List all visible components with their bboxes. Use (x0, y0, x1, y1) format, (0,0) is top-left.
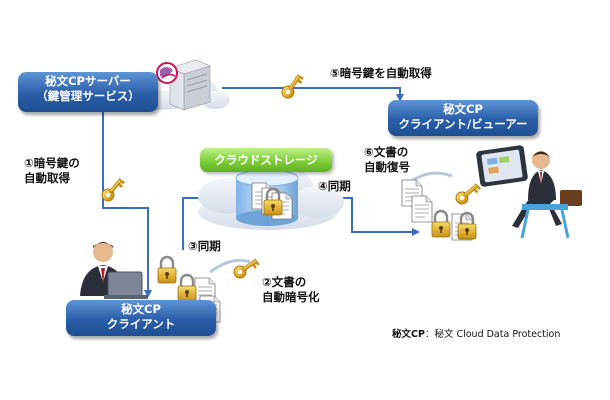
client-subtitle: クライアント (106, 317, 176, 331)
step5-label: ⑤暗号鍵を自動取得 (330, 66, 432, 80)
viewer-title: 秘文CP (443, 102, 483, 116)
footnote-term: 秘文CP (392, 329, 425, 340)
step3-label: ③同期 (188, 239, 221, 253)
lock-icon-client-1 (156, 255, 178, 285)
step4-label: ④同期 (318, 179, 351, 193)
curved-flow-client (209, 258, 251, 274)
hibun-logo-icon (156, 62, 178, 84)
key-icon-step2 (231, 254, 261, 281)
arrow-server-to-viewer (222, 87, 404, 102)
key-icon-step6 (453, 179, 483, 207)
document-icon-viewer-2 (411, 195, 433, 223)
client-box: 秘文CP クライアント (66, 300, 216, 336)
footnote-definition: ：秘文 Cloud Data Protection (424, 329, 561, 340)
storage-label-box: クラウドストレージ (200, 148, 332, 172)
step1-label: ①暗号鍵の 自動取得 (24, 156, 80, 185)
businessman-with-tablet-icon (512, 151, 582, 239)
step6-label: ⑥文書の 自動復号 (364, 145, 410, 174)
server-title: 秘文CPサーバー (45, 74, 131, 88)
arrow-storage-to-viewer (340, 197, 420, 236)
viewer-box: 秘文CP クライアント/ビューアー (388, 100, 538, 136)
lock-icon-viewer-1 (430, 209, 452, 239)
viewer-subtitle: クライアント/ビューアー (398, 117, 528, 131)
footnote: 秘文CP：秘文 Cloud Data Protection (392, 326, 560, 340)
server-tower-icon (169, 59, 211, 111)
step2-label: ②文書の 自動暗号化 (262, 275, 320, 304)
lock-icon-client-2 (176, 273, 198, 303)
key-icon-step5 (279, 71, 306, 101)
arrow-server-to-client (102, 108, 152, 298)
server-box: 秘文CPサーバー （鍵管理サービス） (18, 72, 158, 112)
flow-arrows (102, 87, 420, 298)
businessman-at-laptop-icon (80, 242, 148, 299)
client-title: 秘文CP (121, 302, 161, 316)
server-subtitle: （鍵管理サービス） (36, 89, 140, 103)
tablet-device-icon (476, 145, 528, 187)
